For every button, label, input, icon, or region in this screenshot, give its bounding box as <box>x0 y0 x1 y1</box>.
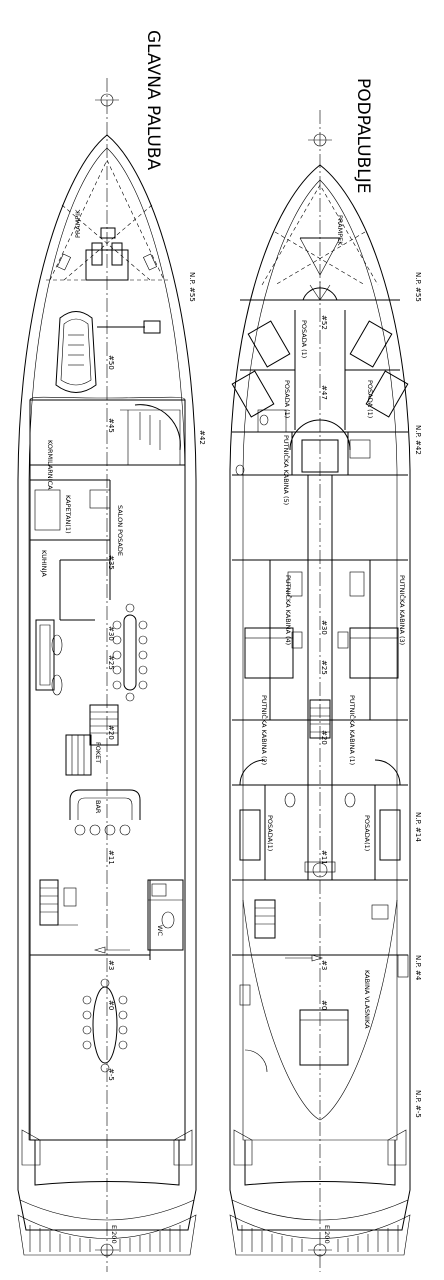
cabin-3-bed <box>349 627 399 679</box>
main-deck-title: GLAVNA PALUBA <box>143 30 163 170</box>
posada-port-label: POSADA (1) <box>283 380 291 418</box>
main-deck-platform-label: E.200 <box>110 1225 118 1244</box>
dining-table <box>123 614 137 691</box>
main-frame-0: #0 <box>107 1000 115 1010</box>
lower-frame-20: #20 <box>320 730 328 745</box>
lower-frame-0: #0 <box>320 1000 328 1010</box>
lower-np-minus5: N.P. #-5 <box>414 1090 422 1118</box>
main-deck-plan: PRAMPIK <box>17 78 197 1272</box>
main-deck-hull-outline <box>17 134 197 1231</box>
lower-np-4: N.P. #4 <box>414 955 422 981</box>
main-np-42: #42 <box>198 430 206 445</box>
aft-deck-table <box>92 986 118 1064</box>
lower-np-55: N.P. #55 <box>414 272 422 302</box>
lower-frame-52: #52 <box>320 315 328 330</box>
lower-np-14: N.P. #14 <box>414 812 422 842</box>
lower-np-42: N.P. #42 <box>414 425 422 455</box>
main-frame-minus5: #-5 <box>107 1068 115 1081</box>
posada-stbd-label: POSADA (1) <box>366 380 374 418</box>
main-frame-20: #20 <box>107 725 115 740</box>
main-deck-platform-hatching <box>29 1225 181 1252</box>
main-frame-25: #25 <box>107 655 115 670</box>
cabin-5-label: PUTNIČKA KABINA (5) <box>282 435 291 505</box>
owner-cabin-bed <box>299 1009 349 1066</box>
wc-label: WC <box>156 925 164 936</box>
lower-deck-hull-outline <box>229 164 411 1231</box>
kormilarnica-label: KORMILARNICA <box>46 440 54 490</box>
cabin-5-bed <box>301 439 339 473</box>
lower-deck-platform-hatching <box>241 1225 399 1252</box>
cabin-3-label: PUTNIČKA KABINA (3) <box>398 575 407 645</box>
main-frame-50: #50 <box>107 355 115 370</box>
lower-frame-47: #47 <box>320 385 328 400</box>
salon-posade-label: SALON POSADE <box>116 505 124 556</box>
bar-label: BAR <box>94 800 102 814</box>
kuhinja-label: KUHINJA <box>40 550 48 577</box>
lower-deck-platform-label: E.200 <box>323 1225 331 1244</box>
bar-counter <box>69 789 141 820</box>
main-frame-30: #30 <box>107 626 115 641</box>
main-frame-3: #3 <box>107 960 115 970</box>
tender-boat <box>55 311 97 393</box>
main-frame-11: #11 <box>107 850 115 865</box>
lower-deck-plan: PRAMPEK <box>229 110 411 1272</box>
lower-frame-30: #30 <box>320 620 328 635</box>
posada-fwd-label: POSADA (1) <box>300 320 308 358</box>
prampek-label: PRAMPEK <box>336 215 344 246</box>
main-np-55: N.P. #55 <box>188 272 196 302</box>
posada-aft-stbd-label: POSADA(1) <box>363 815 371 851</box>
lower-deck-title: PODPALUBLJE <box>353 78 373 193</box>
main-frame-45: #45 <box>107 418 115 433</box>
cabin-1-label: PUTNIČKA KABINA (1) <box>348 695 357 765</box>
prampik-label: PRAMPIK <box>74 209 82 238</box>
lower-frame-25: #25 <box>320 660 328 675</box>
cabin-2-label: PUTNIČKA KABINA (2) <box>260 695 269 765</box>
cabin-4-label: PUTNIČKA KABINA (4) <box>284 575 293 645</box>
owner-cabin-label: KABINA VLASNIKA <box>363 970 371 1029</box>
foket-label: FOKET <box>94 742 102 763</box>
main-deckhouse <box>29 399 186 1141</box>
lower-frame-11: #11 <box>320 850 328 865</box>
posada-aft-port-label: POSADA(1) <box>266 815 274 851</box>
kapetan-label: KAPETAN(1) <box>64 495 72 534</box>
lower-frame-3: #3 <box>320 960 328 970</box>
main-frame-35: #35 <box>107 555 115 570</box>
